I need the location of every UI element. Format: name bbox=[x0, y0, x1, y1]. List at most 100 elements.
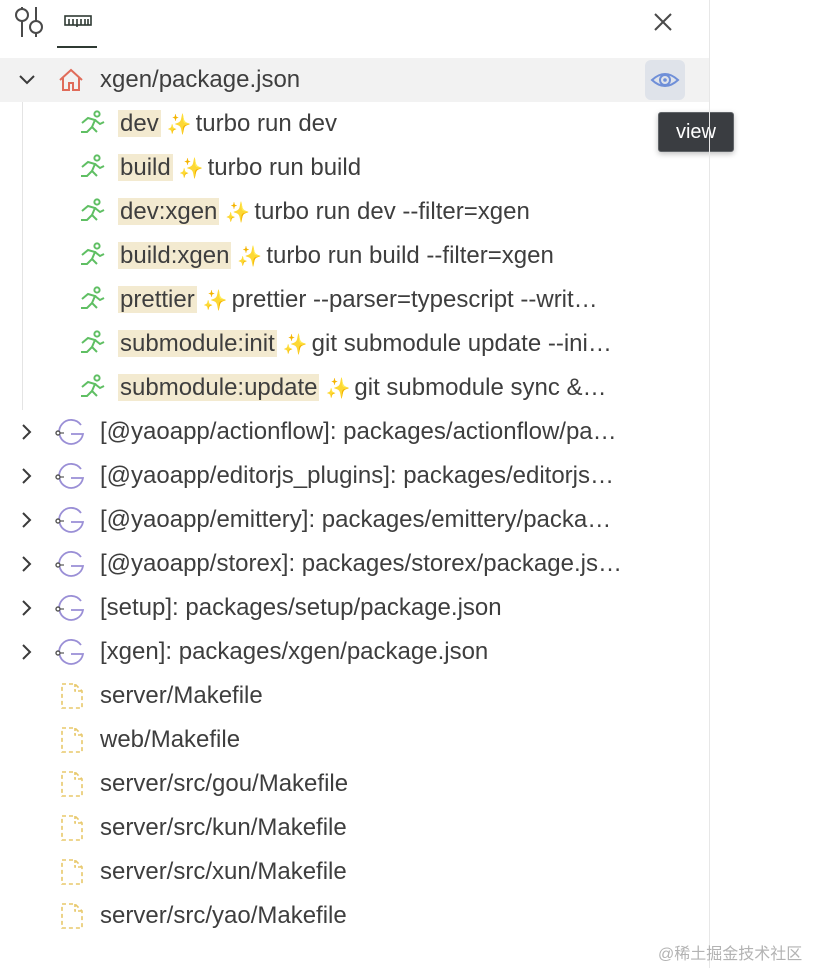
script-command: turbo run dev bbox=[195, 110, 338, 137]
tree-root-package[interactable]: xgen/package.json bbox=[0, 58, 710, 102]
workspace-label: [@yaoapp/editorjs_plugins]: packages/edi… bbox=[100, 462, 614, 489]
script-item[interactable]: build:xgen✨turbo run build --filter=xgen bbox=[0, 234, 710, 278]
sparkles-icon: ✨ bbox=[166, 114, 192, 136]
script-name: dev bbox=[118, 110, 161, 137]
workspace-icon bbox=[54, 418, 88, 451]
script-name: submodule:init bbox=[118, 330, 277, 357]
script-label: submodule:init✨git submodule update --in… bbox=[118, 329, 688, 360]
home-icon bbox=[58, 67, 84, 98]
view-button[interactable] bbox=[645, 60, 685, 100]
sparkles-icon: ✨ bbox=[282, 334, 308, 356]
makefile-icon bbox=[60, 770, 84, 803]
chevron-down-icon[interactable] bbox=[18, 71, 36, 89]
sparkles-icon: ✨ bbox=[178, 158, 204, 180]
run-script-icon[interactable] bbox=[78, 374, 106, 407]
script-label: dev✨turbo run dev bbox=[118, 109, 688, 140]
makefile-label: server/src/yao/Makefile bbox=[100, 902, 347, 929]
script-name: prettier bbox=[118, 286, 197, 313]
makefile-item[interactable]: web/Makefile bbox=[0, 718, 710, 762]
workspace-icon bbox=[54, 638, 88, 671]
script-command: prettier --parser=typescript --writ… bbox=[231, 286, 598, 313]
makefile-item[interactable]: server/src/kun/Makefile bbox=[0, 806, 710, 850]
sparkles-icon: ✨ bbox=[202, 290, 228, 312]
active-tab-indicator bbox=[57, 46, 97, 48]
makefile-item[interactable]: server/src/gou/Makefile bbox=[0, 762, 710, 806]
makefile-item[interactable]: server/src/yao/Makefile bbox=[0, 894, 710, 938]
chevron-right-icon[interactable] bbox=[18, 511, 36, 529]
script-command: turbo run build bbox=[207, 154, 362, 181]
npm-icon bbox=[64, 15, 92, 27]
workspace-label: [setup]: packages/setup/package.json bbox=[100, 594, 502, 621]
script-name: build bbox=[118, 154, 173, 181]
chevron-right-icon[interactable] bbox=[18, 423, 36, 441]
sparkles-icon: ✨ bbox=[225, 202, 251, 224]
script-label: build✨turbo run build bbox=[118, 153, 688, 184]
makefile-label: server/src/gou/Makefile bbox=[100, 770, 349, 797]
script-item[interactable]: submodule:init✨git submodule update --in… bbox=[0, 322, 710, 366]
sparkles-icon: ✨ bbox=[325, 378, 351, 400]
sliders-icon[interactable] bbox=[14, 5, 44, 44]
script-item[interactable]: dev✨turbo run dev bbox=[0, 102, 710, 146]
root-package-label: xgen/package.json bbox=[100, 66, 301, 93]
script-name: build:xgen bbox=[118, 242, 232, 269]
script-label: prettier✨prettier --parser=typescript --… bbox=[118, 285, 688, 316]
script-item[interactable]: submodule:update✨git submodule sync &… bbox=[0, 366, 710, 410]
sparkles-icon: ✨ bbox=[237, 246, 263, 268]
script-item[interactable]: prettier✨prettier --parser=typescript --… bbox=[0, 278, 710, 322]
makefile-icon bbox=[60, 726, 84, 759]
makefile-label: server/src/kun/Makefile bbox=[100, 814, 347, 841]
makefile-label: web/Makefile bbox=[100, 726, 241, 753]
script-command: turbo run build --filter=xgen bbox=[266, 242, 554, 269]
makefile-icon bbox=[60, 858, 84, 891]
workspace-package[interactable]: [setup]: packages/setup/package.json bbox=[0, 586, 710, 630]
script-label: submodule:update✨git submodule sync &… bbox=[118, 373, 688, 404]
workspace-label: [@yaoapp/emittery]: packages/emittery/pa… bbox=[100, 506, 612, 533]
workspace-icon bbox=[54, 594, 88, 627]
makefile-icon bbox=[60, 902, 84, 935]
workspace-icon bbox=[54, 462, 88, 495]
makefile-icon bbox=[60, 814, 84, 847]
view-tooltip: view bbox=[658, 112, 734, 152]
tab-npm[interactable] bbox=[64, 14, 92, 33]
run-script-icon[interactable] bbox=[78, 154, 106, 187]
workspace-package[interactable]: [@yaoapp/editorjs_plugins]: packages/edi… bbox=[0, 454, 710, 498]
script-name: dev:xgen bbox=[118, 198, 220, 225]
chevron-right-icon[interactable] bbox=[18, 599, 36, 617]
workspace-package[interactable]: [xgen]: packages/xgen/package.json bbox=[0, 630, 710, 674]
workspace-label: [@yaoapp/actionflow]: packages/actionflo… bbox=[100, 418, 617, 445]
script-item[interactable]: dev:xgen✨turbo run dev --filter=xgen bbox=[0, 190, 710, 234]
chevron-right-icon[interactable] bbox=[18, 467, 36, 485]
workspace-icon bbox=[54, 550, 88, 583]
eye-icon bbox=[650, 73, 680, 87]
script-command: git submodule sync &… bbox=[354, 374, 607, 401]
run-script-icon[interactable] bbox=[78, 198, 106, 231]
makefile-label: server/src/xun/Makefile bbox=[100, 858, 347, 885]
workspace-icon bbox=[54, 506, 88, 539]
workspace-package[interactable]: [@yaoapp/actionflow]: packages/actionflo… bbox=[0, 410, 710, 454]
makefile-item[interactable]: server/src/xun/Makefile bbox=[0, 850, 710, 894]
workspace-label: [@yaoapp/storex]: packages/storex/packag… bbox=[100, 550, 622, 577]
makefile-label: server/Makefile bbox=[100, 682, 263, 709]
chevron-right-icon[interactable] bbox=[18, 643, 36, 661]
panel-divider bbox=[709, 0, 710, 968]
run-script-icon[interactable] bbox=[78, 286, 106, 319]
script-label: build:xgen✨turbo run build --filter=xgen bbox=[118, 241, 688, 272]
indent-guide bbox=[22, 102, 23, 410]
workspace-package[interactable]: [@yaoapp/storex]: packages/storex/packag… bbox=[0, 542, 710, 586]
close-icon[interactable] bbox=[651, 10, 675, 34]
workspace-label: [xgen]: packages/xgen/package.json bbox=[100, 638, 489, 665]
workspace-package[interactable]: [@yaoapp/emittery]: packages/emittery/pa… bbox=[0, 498, 710, 542]
run-script-icon[interactable] bbox=[78, 242, 106, 275]
run-script-icon[interactable] bbox=[78, 330, 106, 363]
watermark: @稀土掘金技术社区 bbox=[658, 946, 803, 963]
script-item[interactable]: build✨turbo run build bbox=[0, 146, 710, 190]
script-command: turbo run dev --filter=xgen bbox=[254, 198, 530, 225]
script-label: dev:xgen✨turbo run dev --filter=xgen bbox=[118, 197, 688, 228]
panel-header bbox=[0, 0, 710, 56]
chevron-right-icon[interactable] bbox=[18, 555, 36, 573]
script-command: git submodule update --ini… bbox=[311, 330, 612, 357]
makefile-icon bbox=[60, 682, 84, 715]
run-script-icon[interactable] bbox=[78, 110, 106, 143]
makefile-item[interactable]: server/Makefile bbox=[0, 674, 710, 718]
